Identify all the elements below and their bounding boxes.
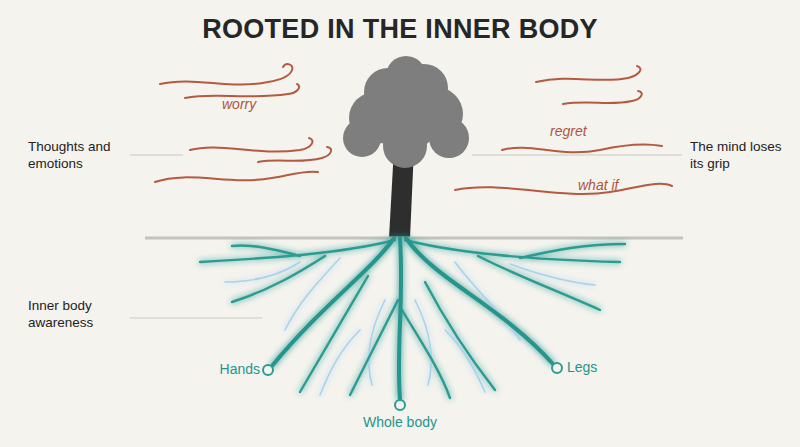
root [520, 244, 625, 258]
fine-roots [225, 258, 595, 395]
cloud-puff [343, 119, 381, 157]
cloud-puff [429, 118, 469, 158]
wind-swirl [455, 184, 672, 194]
root-tip [552, 363, 562, 373]
side-roots [200, 240, 625, 398]
wind-swirl [502, 144, 662, 152]
root [300, 276, 368, 392]
main-roots [272, 238, 553, 399]
wind-swirl [536, 66, 640, 82]
wind-swirl [160, 64, 292, 84]
wind-swirl [155, 172, 318, 182]
side-label: The mind loses its grip [690, 139, 798, 173]
thought-word: what if [578, 177, 658, 195]
root [232, 256, 325, 302]
root [232, 245, 300, 256]
root [425, 282, 495, 390]
wind-swirl [190, 138, 312, 152]
thought-word: regret [550, 123, 630, 141]
root [405, 240, 620, 262]
leader-line [130, 318, 262, 319]
ground-line [145, 237, 683, 240]
root-tip [263, 365, 273, 375]
body-part-label: Hands [190, 361, 260, 379]
leader-line [472, 155, 682, 156]
roots [200, 238, 625, 399]
root [399, 238, 401, 399]
root [406, 238, 553, 364]
diagram-title: ROOTED IN THE INNER BODY [0, 14, 800, 45]
root [510, 264, 595, 285]
root [350, 300, 398, 395]
leader-line [130, 155, 183, 156]
root [445, 330, 485, 392]
thought-word: worry [222, 96, 302, 114]
side-label: Inner body awareness [28, 298, 148, 332]
root [402, 310, 450, 398]
root-tips [263, 363, 562, 410]
root [478, 256, 600, 310]
wind-swirl [563, 91, 642, 104]
root [272, 238, 394, 366]
side-label: Thoughts and emotions [28, 139, 148, 173]
wind-swirl [185, 84, 299, 98]
body-part-label: Legs [567, 359, 637, 377]
root [455, 262, 520, 340]
root [200, 240, 395, 262]
wind-swirl [258, 147, 331, 162]
root-tip [395, 400, 405, 410]
body-part-label: Whole body [345, 414, 455, 432]
cloud-puff [383, 124, 427, 168]
cloud-puff [386, 56, 426, 96]
thought-cloud [343, 56, 469, 168]
